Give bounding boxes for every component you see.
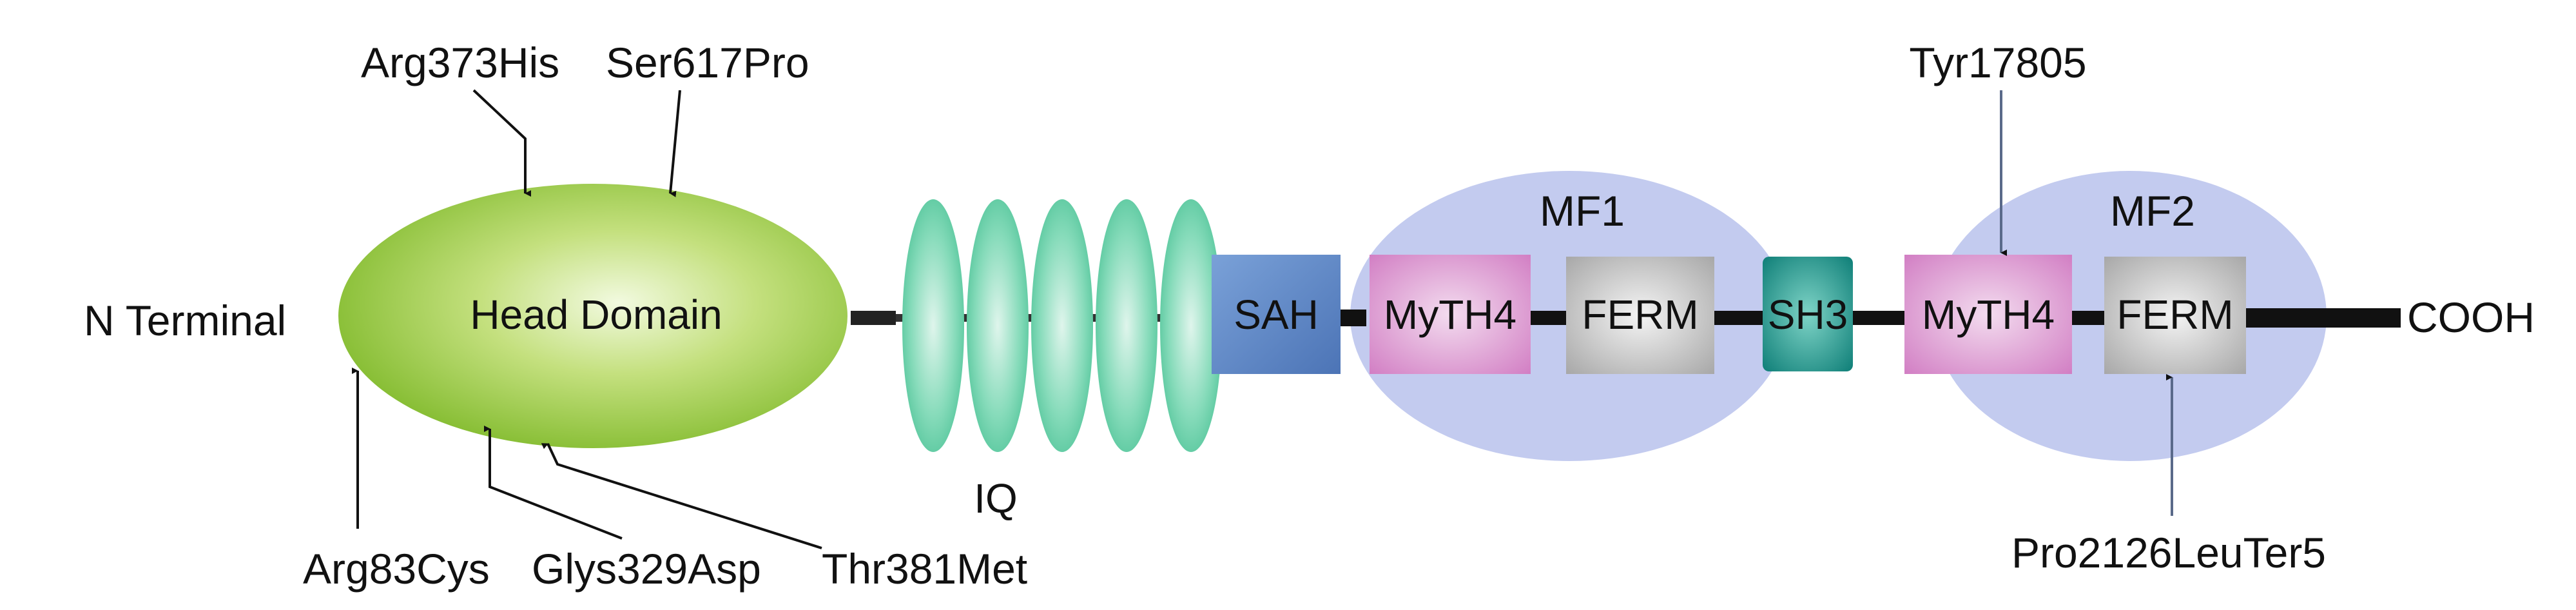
c-terminal-label: COOH <box>2407 293 2535 341</box>
iq-motifs <box>902 199 1222 452</box>
sh3-label: SH3 <box>1768 291 1848 338</box>
iq-motif <box>1031 199 1093 452</box>
myth4-label-2: MyTH4 <box>1922 291 2055 338</box>
thr381met-label: Thr381Met <box>822 545 1027 593</box>
tyr17805-label: Tyr17805 <box>1909 39 2086 86</box>
glys329asp-arrow <box>484 426 623 540</box>
myth4-label-1: MyTH4 <box>1384 291 1516 338</box>
arg373his-arrow <box>472 89 531 197</box>
backbone-segment <box>2246 308 2401 328</box>
arg83cys-label: Arg83Cys <box>303 545 490 593</box>
glys329asp-label: Glys329Asp <box>532 545 761 593</box>
backbone-segment <box>851 311 896 325</box>
iq-motif <box>1096 199 1157 452</box>
myth4-domain-1 <box>1370 255 1531 374</box>
ferm-domain-1 <box>1566 257 1714 374</box>
ser617pro-arrow <box>669 90 681 197</box>
iq-motif <box>1160 199 1222 452</box>
n-terminal-label: N Terminal <box>84 297 286 344</box>
ferm-label-1: FERM <box>1582 291 1698 338</box>
ser617pro-label: Ser617Pro <box>606 39 809 86</box>
pro2126leuter5-label: Pro2126LeuTer5 <box>2011 529 2326 576</box>
backbone-segment <box>1531 311 1566 325</box>
iq-motif <box>902 199 964 452</box>
myth4-domain-2 <box>1904 255 2072 374</box>
sh3-domain <box>1763 257 1853 371</box>
backbone-segment <box>2072 311 2104 325</box>
mf1-label: MF1 <box>1540 187 1625 235</box>
head-domain <box>338 184 847 448</box>
backbone-segment <box>1341 310 1366 326</box>
backbone-segment <box>1714 311 1763 325</box>
thr381met-arrow <box>541 443 822 549</box>
sah-label: SAH <box>1234 291 1319 338</box>
mf2-label: MF2 <box>2110 187 2195 235</box>
arg373his-label: Arg373His <box>361 39 559 86</box>
backbone-segment <box>1853 311 1904 325</box>
sah-domain <box>1212 255 1341 374</box>
head-domain-label: Head Domain <box>470 291 722 338</box>
ferm-domain-2 <box>2104 257 2246 374</box>
iq-motif <box>967 199 1029 452</box>
iq-label: IQ <box>974 475 1018 522</box>
ferm-label-2: FERM <box>2116 291 2233 338</box>
